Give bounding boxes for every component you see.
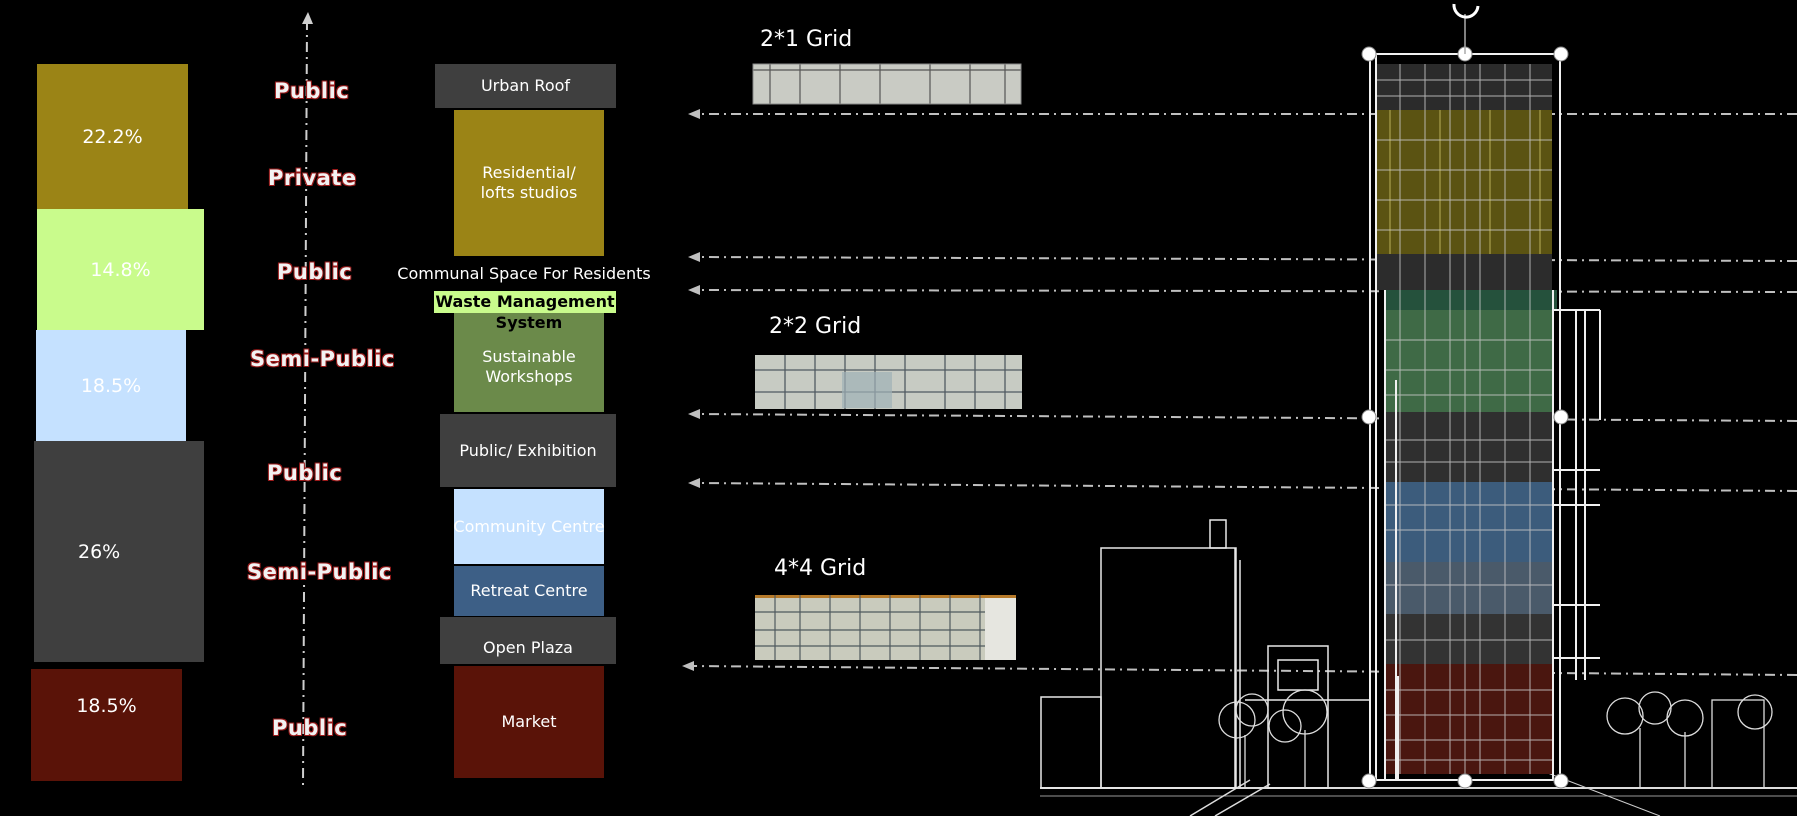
zone-label: Public — [277, 260, 353, 284]
grid-thumb-2x1 — [752, 63, 1022, 105]
program-urban-roof: Urban Roof — [435, 64, 616, 108]
grid-thumb-2x2 — [755, 355, 1022, 409]
zone-label: Public — [272, 716, 348, 740]
zone-label: Private — [268, 166, 357, 190]
program-residential: Residential/ lofts studios — [454, 110, 604, 256]
grid-thumb-4x4 — [755, 595, 1016, 660]
program-community: Community Centre — [453, 489, 605, 564]
program-waste-management: Waste Management — [434, 291, 616, 313]
bar-market: 18.5% — [31, 669, 182, 781]
program-communal: Communal Space For Residents — [397, 264, 651, 283]
grid-title-2x1: 2*1 Grid — [760, 27, 853, 52]
zone-label: Public — [274, 79, 350, 103]
bar-semi-public: 18.5% — [36, 330, 186, 441]
zone-label: Public — [267, 461, 343, 485]
bar-label: 18.5% — [76, 695, 137, 717]
program-market: Market — [454, 666, 604, 778]
bar-label: 18.5% — [80, 374, 142, 397]
zone-label: Semi-Public — [247, 560, 392, 584]
program-exhibition: Public/ Exhibition — [440, 414, 616, 487]
program-open-plaza: Open Plaza — [440, 617, 616, 664]
bar-public: 26% — [34, 441, 204, 662]
bar-label: 26% — [78, 540, 121, 563]
bar-label: 22.2% — [82, 125, 143, 148]
program-waste-system: System — [454, 313, 604, 333]
program-retreat: Retreat Centre — [454, 566, 604, 616]
building-section — [1040, 3, 1797, 816]
bar-label: 14.8% — [90, 258, 151, 281]
grid-title-2x2: 2*2 Grid — [769, 314, 862, 339]
zone-label: Semi-Public — [250, 347, 395, 371]
bar-residential: 22.2% — [37, 64, 188, 209]
bar-communal: 14.8% — [37, 209, 204, 330]
grid-title-4x4: 4*4 Grid — [774, 556, 867, 581]
program-workshops: Sustainable Workshops — [454, 333, 604, 412]
